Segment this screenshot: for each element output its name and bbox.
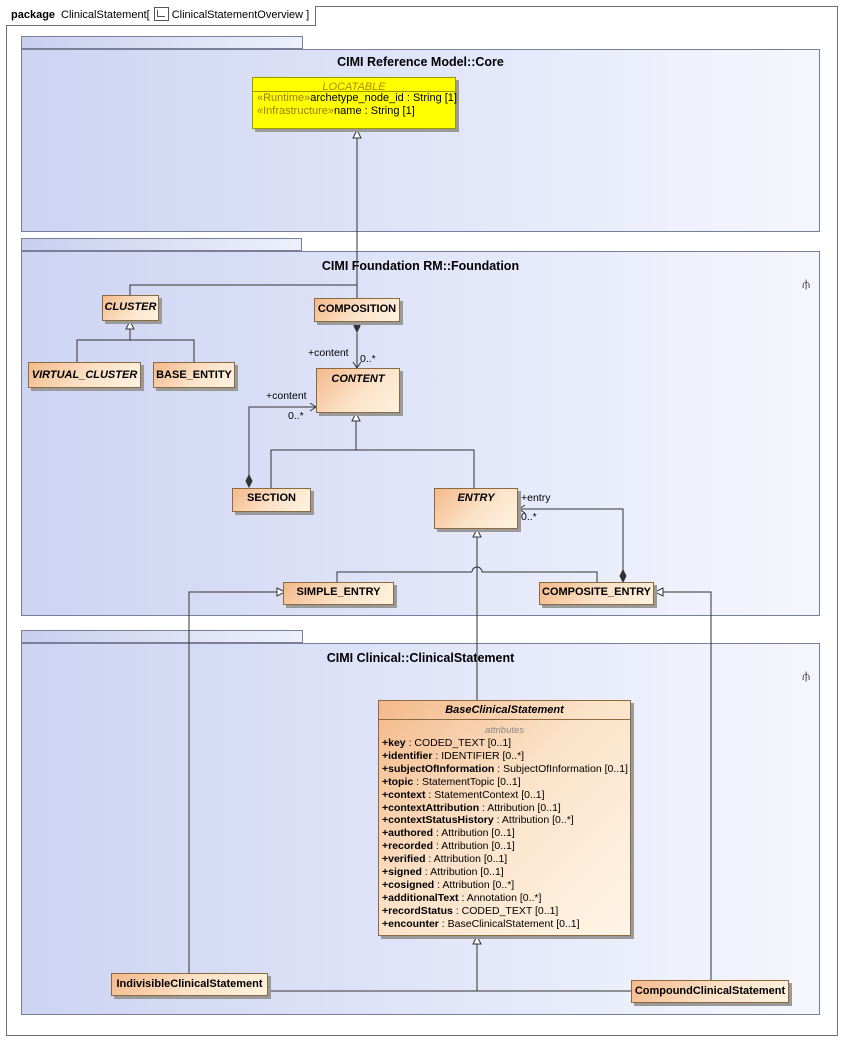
base-clinical-statement-class[interactable]: BaseClinicalStatement attributes +key : … bbox=[378, 700, 631, 936]
composition-diamond bbox=[245, 473, 253, 489]
attribute-row: +contextAttribution : Attribution [0..1] bbox=[382, 801, 561, 814]
section-content-multiplicity: 0..* bbox=[288, 410, 304, 422]
package-structure-icon: ⫛ bbox=[802, 276, 810, 291]
generalization-arrow bbox=[125, 319, 135, 330]
core-package-title: CIMI Reference Model::Core bbox=[337, 55, 504, 69]
attributes-compartment: +key : CODED_TEXT [0..1]+identifier : ID… bbox=[379, 737, 630, 931]
attribute-row: +contextStatusHistory : Attribution [0..… bbox=[382, 814, 574, 827]
class-diagram-icon bbox=[153, 7, 169, 21]
compound-clinical-statement-class[interactable]: CompoundClinicalStatement bbox=[631, 980, 789, 1003]
generalization-arrow bbox=[472, 934, 482, 945]
diagram-frame-tab: package ClinicalStatement[ ClinicalStateme… bbox=[6, 6, 317, 26]
base-clinical-statement-name: BaseClinicalStatement bbox=[379, 701, 630, 720]
package-structure-icon: ⫛ bbox=[802, 668, 810, 683]
clinical-package-tab bbox=[21, 630, 303, 643]
attribute-row: +cosigned : Attribution [0..*] bbox=[382, 878, 515, 891]
content-subtypes-line bbox=[270, 449, 475, 488]
cluster-class[interactable]: CLUSTER bbox=[102, 295, 159, 321]
navigability-arrow bbox=[518, 504, 526, 514]
attribute-row: +subjectOfInformation : SubjectOfInforma… bbox=[382, 762, 628, 775]
composition-content-multiplicity: 0..* bbox=[360, 353, 376, 365]
generalization-arrow bbox=[653, 587, 664, 597]
attributes-compartment-label: attributes bbox=[484, 725, 525, 736]
generalization-arrow bbox=[351, 411, 361, 422]
composite-entry-multiplicity: 0..* bbox=[521, 511, 537, 523]
content-class[interactable]: CONTENT bbox=[316, 368, 400, 413]
attribute-row: +recordStatus : CODED_TEXT [0..1] bbox=[382, 904, 559, 917]
generalization-arrow bbox=[472, 527, 482, 538]
attribute-row: +verified : Attribution [0..1] bbox=[382, 853, 508, 866]
cluster-subtypes-line bbox=[76, 339, 195, 362]
attribute-row: +signed : Attribution [0..1] bbox=[382, 866, 504, 879]
entry-subtypes-line-right bbox=[482, 571, 598, 582]
composite-entry-role: +entry bbox=[521, 492, 551, 504]
locatable-attribute: «Infrastructure»name : String [1] bbox=[257, 105, 415, 117]
attribute-row: +recorded : Attribution [0..1] bbox=[382, 840, 515, 853]
composition-content-role: +content bbox=[308, 347, 349, 359]
foundation-package-title: CIMI Foundation RM::Foundation bbox=[321, 259, 520, 273]
locatable-class[interactable]: LOCATABLE «Runtime»archetype_node_id : S… bbox=[252, 77, 457, 129]
attribute-row: +authored : Attribution [0..1] bbox=[382, 827, 515, 840]
generalization-arrow bbox=[352, 128, 362, 139]
frame-diagram-name: ClinicalStatementOverview ] bbox=[171, 9, 310, 21]
indivisible-generalization-line bbox=[188, 591, 279, 973]
attribute-row: +additionalText : Annotation [0..*] bbox=[382, 891, 542, 904]
section-content-role: +content bbox=[266, 390, 307, 402]
entry-class[interactable]: ENTRY bbox=[434, 488, 518, 529]
entry-subtypes-line-left bbox=[336, 571, 472, 582]
section-class[interactable]: SECTION bbox=[232, 488, 311, 512]
simple-entry-class[interactable]: SIMPLE_ENTRY bbox=[283, 582, 394, 605]
composite-entry-class[interactable]: COMPOSITE_ENTRY bbox=[539, 582, 654, 605]
locatable-class-name: LOCATABLE bbox=[253, 78, 455, 93]
frame-keyword: package bbox=[11, 9, 56, 21]
clinical-package-title: CIMI Clinical::ClinicalStatement bbox=[326, 651, 515, 665]
section-content-association bbox=[248, 406, 316, 478]
cluster-generalization-line bbox=[129, 284, 357, 295]
composition-diamond bbox=[619, 568, 627, 584]
virtual-cluster-class[interactable]: VIRTUAL_CLUSTER bbox=[28, 362, 141, 388]
attribute-row: +encounter : BaseClinicalStatement [0..1… bbox=[382, 917, 580, 930]
generalization-arrow bbox=[276, 587, 287, 597]
attribute-row: +identifier : IDENTIFIER [0..*] bbox=[382, 749, 525, 762]
attribute-row: +key : CODED_TEXT [0..1] bbox=[382, 737, 512, 749]
indivisible-clinical-statement-class[interactable]: IndivisibleClinicalStatement bbox=[111, 973, 268, 996]
locatable-attribute: «Runtime»archetype_node_id : String [1] bbox=[257, 92, 457, 104]
base-entity-class[interactable]: BASE_ENTITY bbox=[153, 362, 235, 388]
composition-class[interactable]: COMPOSITION bbox=[314, 298, 400, 322]
foundation-package-tab bbox=[21, 238, 302, 251]
diagram-frame bbox=[6, 6, 838, 1036]
compound-generalization-line bbox=[663, 591, 712, 980]
attribute-row: +topic : StatementTopic [0..1] bbox=[382, 775, 521, 788]
composite-entry-association bbox=[519, 508, 624, 577]
frame-package-name: ClinicalStatement[ bbox=[61, 9, 150, 21]
attribute-row: +context : StatementContext [0..1] bbox=[382, 788, 545, 801]
core-package-tab bbox=[21, 36, 303, 49]
composition-diamond bbox=[353, 318, 361, 334]
